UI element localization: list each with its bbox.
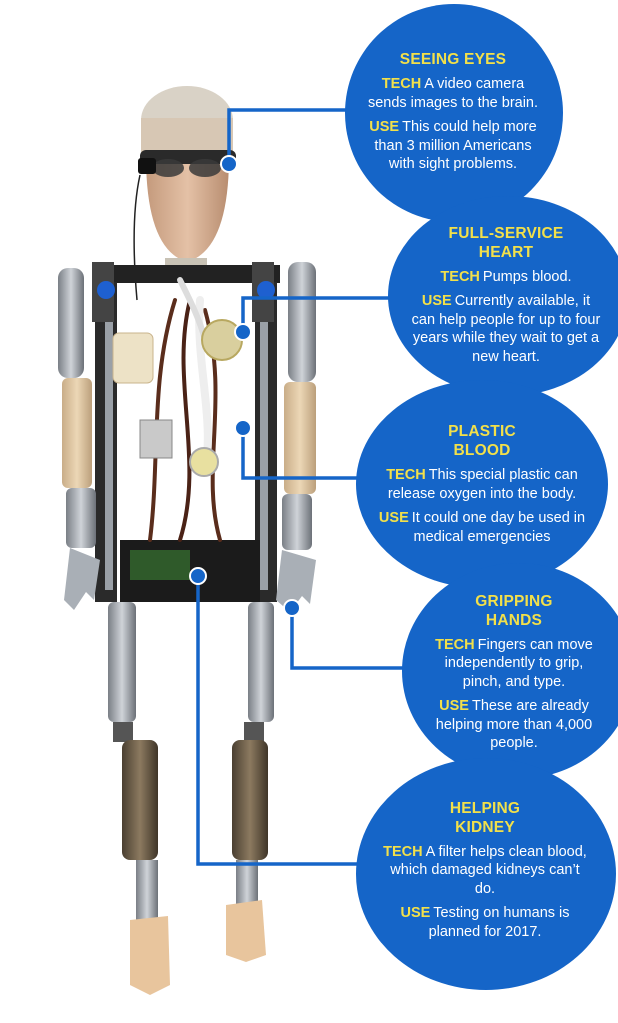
left-arm <box>58 268 100 610</box>
callout-title: HELPING KIDNEY <box>449 799 521 836</box>
tech-description: Pumps blood. <box>482 268 572 285</box>
use-label: USE <box>439 698 469 714</box>
tech-label: TECH <box>435 636 475 653</box>
use-label: USE <box>378 510 409 526</box>
use-description: These are already helping more than 4,00… <box>435 698 593 751</box>
use-description: Currently available, it can help people … <box>411 293 601 365</box>
use-label: USE <box>400 905 431 922</box>
tech-label: TECH <box>383 843 423 860</box>
use-description: Testing on humans is planned for 2017. <box>428 905 570 940</box>
tech-label: TECH <box>386 467 426 483</box>
tech-description: A filter helps clean blood, which damage… <box>390 843 587 897</box>
use-description: This could help more than 3 million Amer… <box>374 119 537 173</box>
tech-label: TECH <box>440 268 480 285</box>
tech-label: TECH <box>381 76 422 93</box>
tech-description: Fingers can move independently to grip, … <box>444 636 593 690</box>
right-arm <box>276 262 316 612</box>
callout-title: SEEING EYES <box>399 51 507 69</box>
callout-title: FULL-SERVICE HEART <box>448 224 564 261</box>
use-label: USE <box>421 293 452 310</box>
use-description: It could one day be used in medical emer… <box>411 510 586 545</box>
use-label: USE <box>369 119 400 136</box>
connector-lines <box>196 108 410 866</box>
tech-description: This special plastic can release oxygen … <box>387 467 578 502</box>
torso-frame <box>92 262 280 602</box>
internal-organs <box>112 277 243 542</box>
callout-title: GRIPPING HANDS <box>475 592 553 629</box>
connector-dots <box>189 155 301 617</box>
right-leg <box>226 602 274 962</box>
callout-title: PLASTIC BLOOD <box>448 423 516 459</box>
left-leg <box>108 602 170 995</box>
tech-description: A video camera sends images to the brain… <box>367 76 539 111</box>
